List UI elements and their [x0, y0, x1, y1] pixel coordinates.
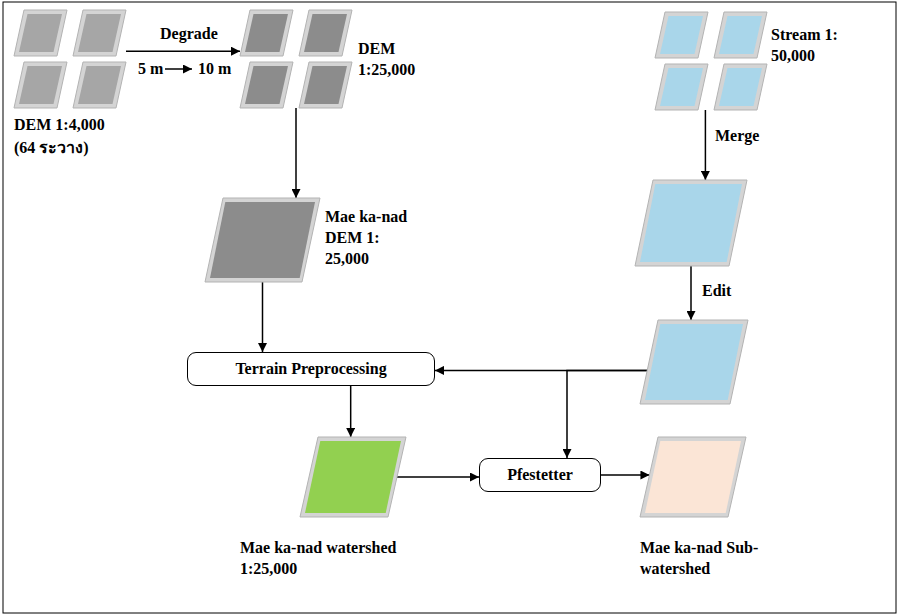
- map-layer-icon: [300, 437, 406, 517]
- layer-label: DEM 1:25,000: [358, 38, 430, 80]
- flow-arrow: [397, 476, 479, 478]
- flow-arrow: [690, 266, 692, 320]
- layer-label: Mae ka-nad watershed 1:25,000: [240, 537, 415, 579]
- map-sheet-set: DEM 1:25,000: [240, 10, 352, 108]
- resolution-label: 5 m: [136, 59, 165, 79]
- layer-frame: [300, 437, 406, 517]
- layer-fill: [645, 441, 741, 513]
- layer-frame: [205, 198, 320, 282]
- map-sheet-set: DEM 1:4,000(64 ระวาง): [14, 10, 126, 108]
- layer-frame: [299, 62, 352, 108]
- layer-frame: [14, 62, 67, 108]
- layer-fill: [719, 68, 762, 106]
- layer-frame: [714, 12, 767, 58]
- process-label: Pfestetter: [507, 465, 573, 485]
- map-layer: [640, 320, 748, 404]
- layer-fill: [660, 16, 703, 54]
- layer-frame: [640, 320, 748, 404]
- layer-frame: [714, 64, 767, 110]
- map-layer: Mae ka-nad watershed 1:25,000: [300, 437, 406, 517]
- layer-fill: [304, 66, 347, 104]
- layer-label: (64 ระวาง): [14, 137, 174, 158]
- map-sheet-set: Stream 1: 50,000: [655, 12, 767, 110]
- layer-label: DEM 1:4,000: [14, 114, 174, 135]
- layer-fill: [660, 68, 703, 106]
- flow-arrow: [295, 108, 297, 198]
- layer-fill: [78, 66, 121, 104]
- flow-arrow: [350, 386, 352, 437]
- layer-frame: [14, 10, 67, 56]
- map-layer-icon: [635, 180, 747, 266]
- layer-frame: [73, 62, 126, 108]
- layer-fill: [245, 14, 288, 52]
- map-sheet-icon: [14, 10, 126, 108]
- flow-arrow: [601, 474, 649, 476]
- map-sheet-icon: [240, 10, 352, 108]
- map-layer: Mae ka-nad Sub-watershed: [640, 437, 746, 517]
- layer-frame: [240, 62, 293, 108]
- layer-fill: [719, 16, 762, 54]
- layer-frame: [240, 10, 293, 56]
- process-box: Terrain Preprocessing: [187, 352, 435, 386]
- layer-label: Mae ka-nad Sub-watershed: [640, 537, 765, 579]
- layer-frame: [299, 10, 352, 56]
- map-layer-icon: [640, 320, 748, 404]
- process-box: Pfestetter: [479, 458, 601, 492]
- resolution-arrow: [165, 68, 192, 70]
- layer-frame: [655, 64, 708, 110]
- edge-label: Merge: [713, 126, 761, 146]
- process-label: Terrain Preprocessing: [235, 359, 386, 379]
- flow-arrow: [126, 50, 240, 52]
- flow-arrow: [567, 370, 647, 458]
- layer-frame: [640, 437, 746, 517]
- map-layer-icon: [205, 198, 320, 282]
- layer-frame: [73, 10, 126, 56]
- map-layer-icon: [640, 437, 746, 517]
- layer-fill: [19, 14, 62, 52]
- flow-arrow: [705, 110, 707, 180]
- map-sheet-icon: [655, 12, 767, 110]
- edge-label: Edit: [700, 281, 733, 301]
- layer-fill: [210, 202, 315, 278]
- map-layer: Mae ka-nad DEM 1: 25,000: [205, 198, 320, 282]
- layer-frame: [635, 180, 747, 266]
- frame-border: [3, 2, 896, 613]
- layer-label: Stream 1: 50,000: [771, 24, 839, 66]
- layer-label: Mae ka-nad DEM 1: 25,000: [325, 206, 417, 269]
- resolution-label: 10 m: [196, 59, 233, 79]
- layer-fill: [645, 324, 743, 400]
- layer-fill: [304, 14, 347, 52]
- edge-label: Degrade: [158, 24, 220, 44]
- layer-fill: [245, 66, 288, 104]
- layer-fill: [305, 441, 401, 513]
- layer-fill: [640, 184, 742, 262]
- flow-arrow: [262, 282, 264, 352]
- layer-fill: [78, 14, 121, 52]
- map-layer: [635, 180, 747, 266]
- layer-frame: [655, 12, 708, 58]
- layer-fill: [19, 66, 62, 104]
